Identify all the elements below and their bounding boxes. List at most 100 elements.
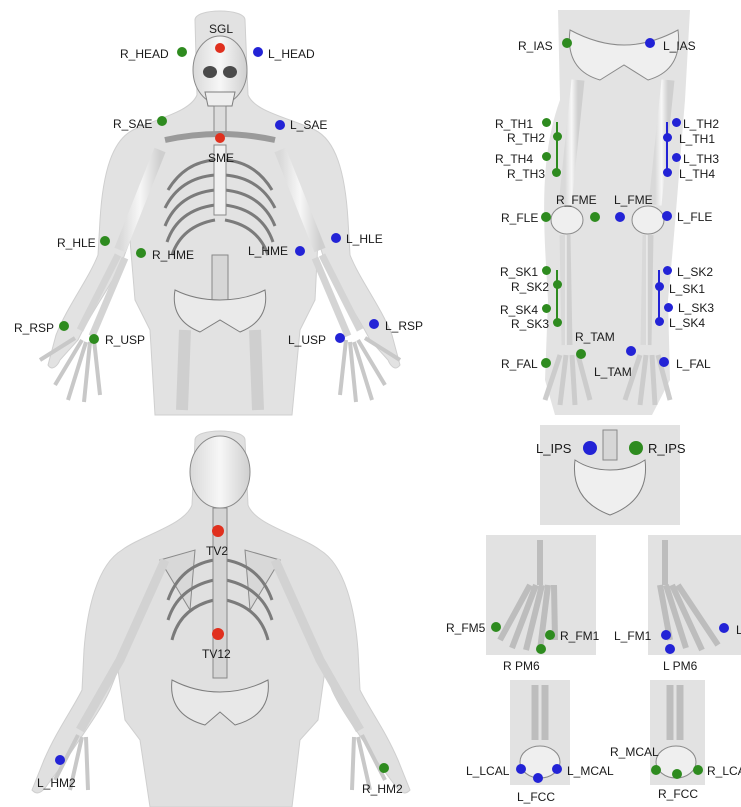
marker-dot-r-lcal <box>693 765 703 775</box>
marker-dot-l-sk3 <box>664 303 673 312</box>
marker-dot-sgl <box>215 43 225 53</box>
marker-label-r-th1: R_TH1 <box>495 118 533 131</box>
back-body-panel <box>32 431 410 807</box>
marker-label-r-sk2: R_SK2 <box>511 281 549 294</box>
marker-dot-l-th1 <box>663 133 672 142</box>
marker-dot-r-fcc <box>672 769 682 779</box>
marker-label-r-hm2: R_HM2 <box>362 783 403 796</box>
marker-dot-l-pm6 <box>665 644 675 654</box>
marker-label-l-fal: L_FAL <box>676 358 711 371</box>
marker-label-r-fm1: R_FM1 <box>560 630 599 643</box>
marker-label-r-mcal: R_MCAL <box>610 746 659 759</box>
marker-dot-r-th4 <box>542 152 551 161</box>
marker-label-l-sk3: L_SK3 <box>678 302 714 315</box>
marker-dot-r-sk2 <box>553 280 562 289</box>
marker-label-r-fle: R_FLE <box>501 212 538 225</box>
marker-label-l-hme: L_HME <box>248 245 288 258</box>
marker-dot-l-sk1 <box>655 282 664 291</box>
marker-dot-r-mcal <box>651 765 661 775</box>
marker-label-r-sk1: R_SK1 <box>500 266 538 279</box>
marker-label-l-fle: L_FLE <box>677 211 712 224</box>
marker-dot-l-sae <box>275 120 285 130</box>
marker-label-r-lcal: R_LCAL <box>707 765 741 778</box>
marker-label-r-fal: R_FAL <box>501 358 538 371</box>
marker-label-l-th4: L_TH4 <box>679 168 715 181</box>
marker-dot-l-th4 <box>663 168 672 177</box>
left-tibia <box>646 235 648 345</box>
marker-dot-r-sk3 <box>553 318 562 327</box>
pelvis-back-panel <box>540 425 680 525</box>
marker-label-l-ias: L_IAS <box>663 40 696 53</box>
marker-label-l-sk1: L_SK1 <box>669 283 705 296</box>
marker-label-r-sae: R_SAE <box>113 118 152 131</box>
marker-dot-r-fm1 <box>545 630 555 640</box>
marker-label-l-th2: L_TH2 <box>683 118 719 131</box>
marker-label-r-rsp: R_RSP <box>14 322 54 335</box>
marker-label-l-sk4: L_SK4 <box>669 317 705 330</box>
marker-dot-sme <box>215 133 225 143</box>
marker-dot-l-th2 <box>672 118 681 127</box>
marker-label-r-th2: R_TH2 <box>507 132 545 145</box>
marker-dot-l-sk4 <box>655 317 664 326</box>
marker-dot-r-th3 <box>552 168 561 177</box>
marker-dot-r-sae <box>157 116 167 126</box>
marker-label-l-th1: L_TH1 <box>679 133 715 146</box>
marker-dot-r-head <box>177 47 187 57</box>
marker-label-l-tam: L_TAM <box>594 366 632 379</box>
marker-dot-r-sk4 <box>542 304 551 313</box>
front-body-panel <box>40 11 400 415</box>
marker-label-r-fm5: R_FM5 <box>446 622 485 635</box>
marker-dot-l-tam <box>626 346 636 356</box>
marker-label-sme: SME <box>208 152 234 165</box>
marker-dot-r-tam <box>576 349 586 359</box>
marker-dot-l-fal <box>659 357 669 367</box>
marker-dot-l-ias <box>645 38 655 48</box>
marker-dot-l-fm5 <box>719 623 729 633</box>
marker-label-l-sk2: L_SK2 <box>677 266 713 279</box>
marker-dot-l-usp <box>335 333 345 343</box>
marker-label-l-rsp: L_RSP <box>385 320 423 333</box>
marker-label-l-hle: L_HLE <box>346 233 383 246</box>
marker-dot-r-fm5 <box>491 622 501 632</box>
marker-label-l-ips: L_IPS <box>536 442 571 455</box>
marker-label-r-ips: R_IPS <box>648 442 686 455</box>
marker-dot-r-rsp <box>59 321 69 331</box>
marker-dot-tv2 <box>212 525 224 537</box>
left-knee <box>632 206 664 234</box>
marker-label-l-fcc: L_FCC <box>517 791 555 804</box>
cervical-spine <box>214 106 226 134</box>
marker-label-l-head: L_HEAD <box>268 48 315 61</box>
marker-label-r-fcc: R_FCC <box>658 788 698 801</box>
right-tibia <box>565 235 567 345</box>
marker-label-r-tam: R_TAM <box>575 331 615 344</box>
marker-label-l-fm5: L_FM5 <box>736 624 741 637</box>
marker-dot-r-th2 <box>553 132 562 141</box>
eye-socket-left <box>223 66 237 78</box>
marker-label-l-sae: L_SAE <box>290 119 327 132</box>
marker-label-l-fm1: L_FM1 <box>614 630 651 643</box>
eye-socket-right <box>203 66 217 78</box>
marker-dot-l-fme <box>615 212 625 222</box>
marker-label-r-th4: R_TH4 <box>495 153 533 166</box>
back-skull <box>190 436 250 508</box>
marker-label-l-lcal: L_LCAL <box>466 765 509 778</box>
marker-dot-r-fal <box>541 358 551 368</box>
marker-dot-r-sk1 <box>542 266 551 275</box>
marker-label-l-th3: L_TH3 <box>683 153 719 166</box>
marker-dot-r-usp <box>89 334 99 344</box>
marker-dot-l-fle <box>662 211 672 221</box>
marker-label-r-hme: R_HME <box>152 249 194 262</box>
marker-dot-l-fm1 <box>661 630 671 640</box>
marker-label-r-usp: R_USP <box>105 334 145 347</box>
marker-label-r-th3: R_TH3 <box>507 168 545 181</box>
marker-dot-l-hme <box>295 246 305 256</box>
lumbar-spine <box>212 255 228 300</box>
marker-dot-r-th1 <box>542 118 551 127</box>
marker-dot-l-th3 <box>672 153 681 162</box>
marker-label-r-fme: R_FME <box>556 194 597 207</box>
lumbar-vertebra <box>603 430 617 460</box>
marker-label-tv12: TV12 <box>202 648 231 661</box>
marker-dot-r-pm6 <box>536 644 546 654</box>
